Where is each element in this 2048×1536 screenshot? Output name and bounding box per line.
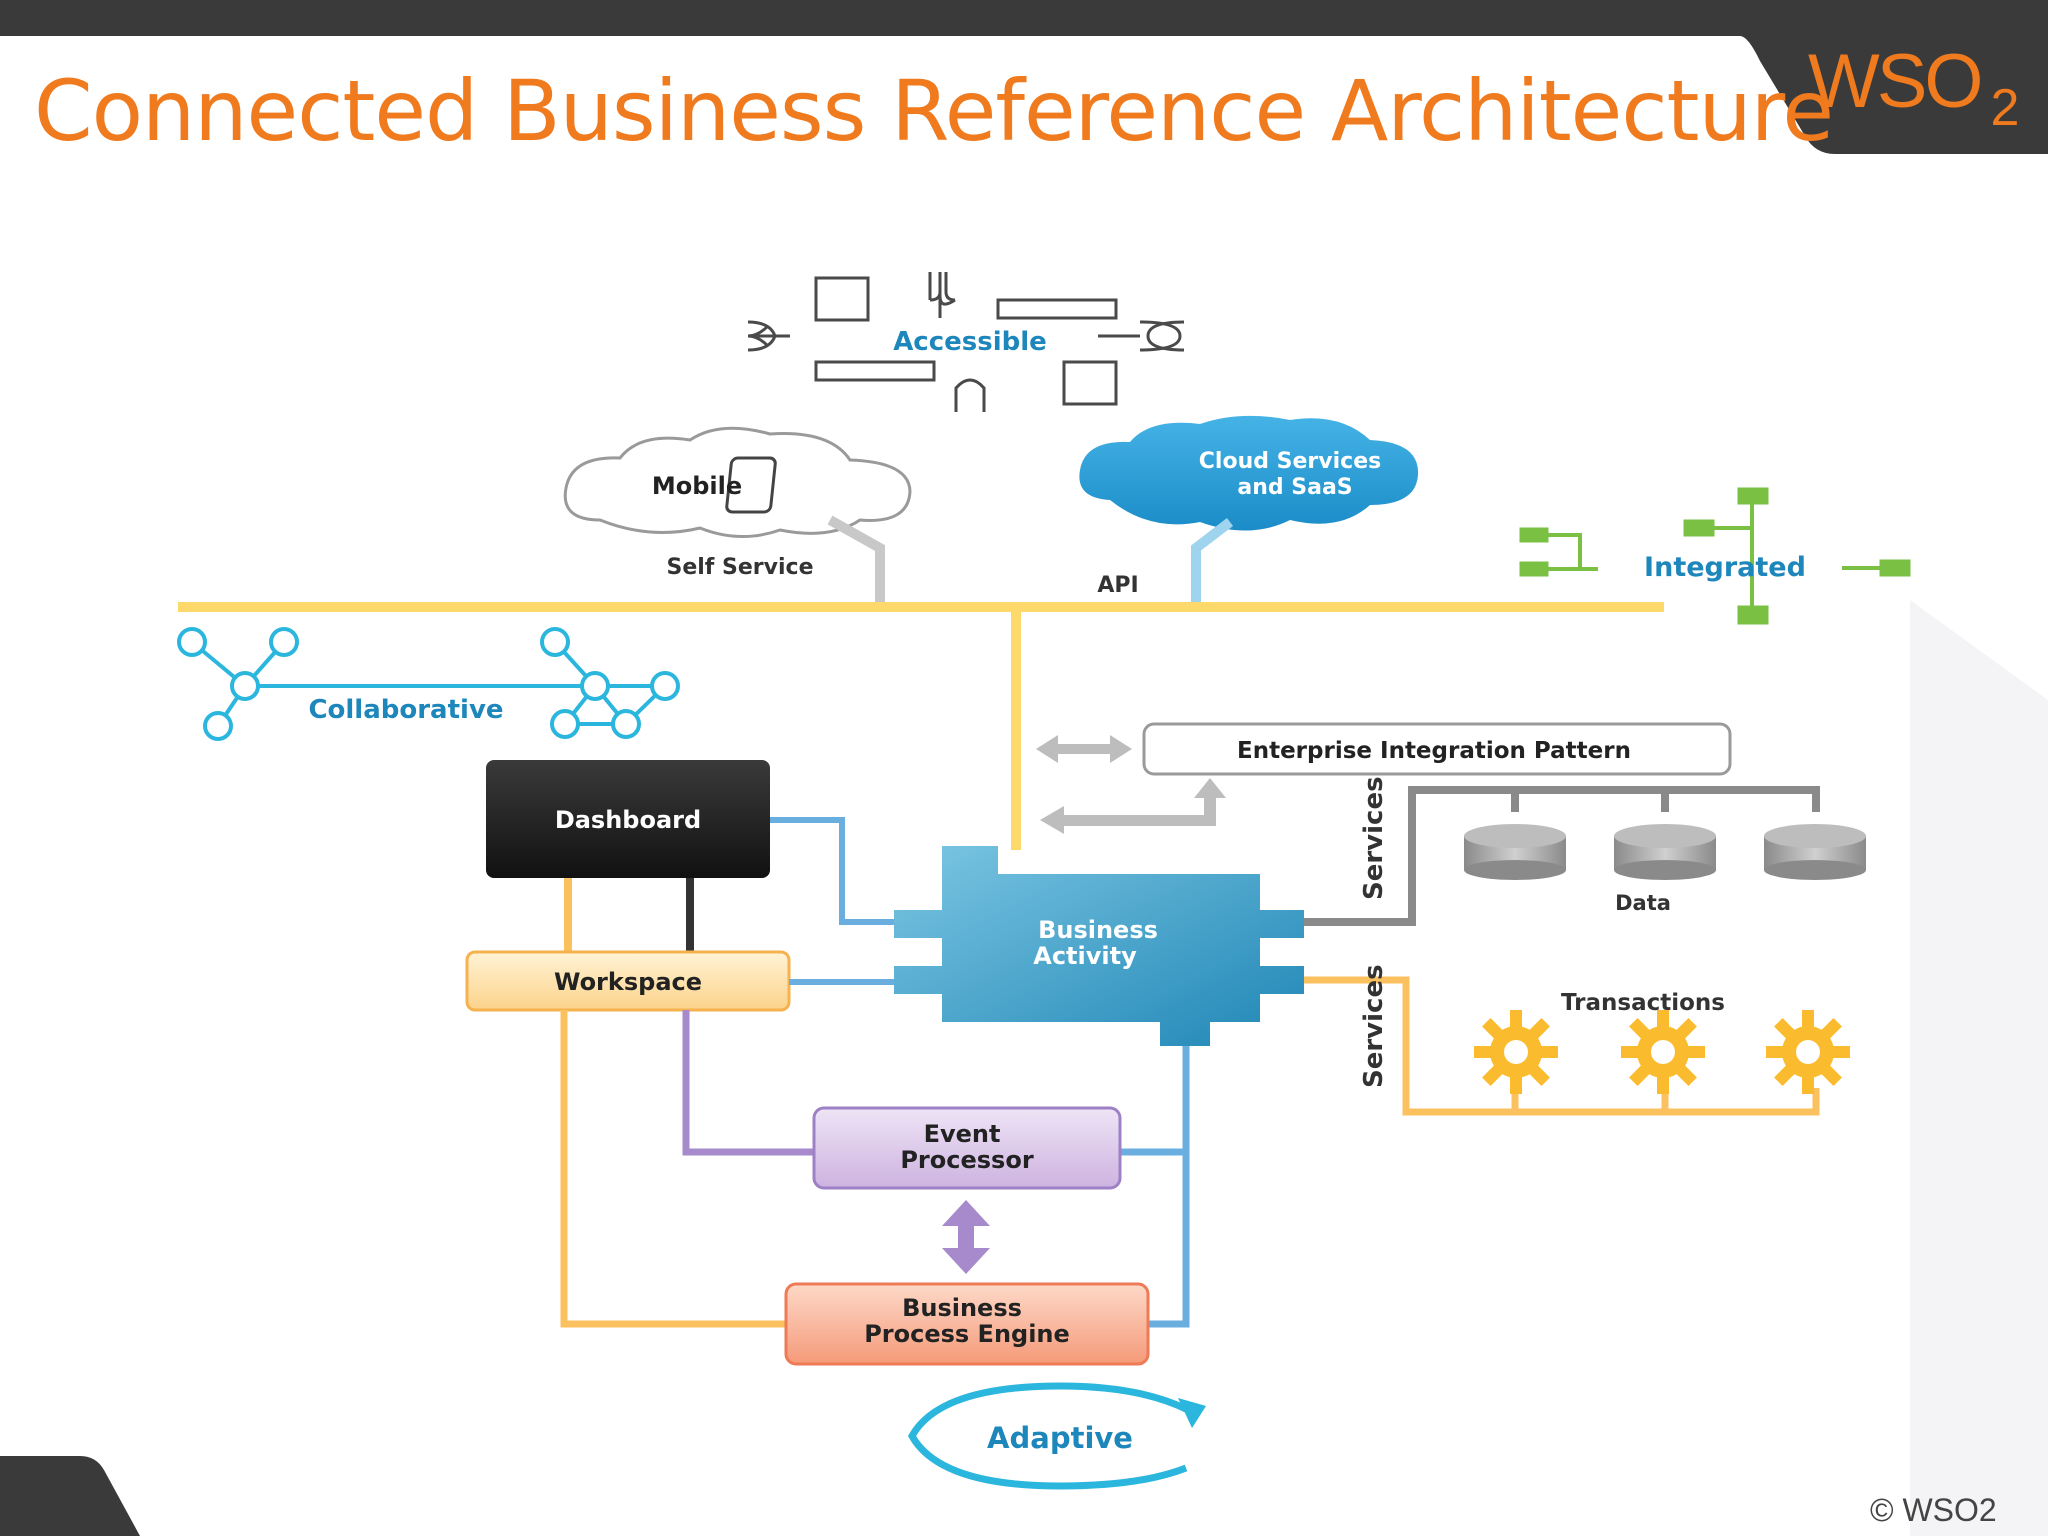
business-activity-block — [894, 846, 1304, 1046]
services-label-top: Services — [1359, 776, 1389, 900]
accessible-label: Accessible — [893, 327, 1047, 357]
adaptive-label: Adaptive — [987, 1421, 1133, 1455]
integrated-label: Integrated — [1644, 552, 1806, 583]
transactions-label: Transactions — [1561, 990, 1725, 1016]
dashboard-label: Dashboard — [555, 806, 701, 834]
cloud-connector — [1191, 518, 1234, 604]
mobile-cloud — [563, 426, 912, 538]
collaborative-icon — [177, 627, 680, 741]
business-activity-line2: Activity — [1033, 942, 1137, 970]
bottom-left-tab — [0, 1456, 140, 1536]
cloud-label-line2: and SaaS — [1237, 475, 1352, 500]
eip-arrows — [1036, 735, 1226, 834]
bpe-line1: Business — [902, 1294, 1022, 1322]
copyright-footer: © WSO2 — [1870, 1492, 1997, 1528]
integrated-icon — [1519, 487, 1911, 625]
bpe-line2: Process Engine — [864, 1320, 1070, 1348]
page-title: Connected Business Reference Architectur… — [34, 62, 1834, 160]
bpe-box — [784, 1282, 1150, 1366]
cloud-label-line1: Cloud Services — [1199, 449, 1381, 474]
event-processor-box — [812, 1106, 1122, 1190]
workspace-ep-connector — [682, 1010, 814, 1156]
mobile-connector — [827, 515, 885, 604]
self-service-label: Self Service — [667, 555, 814, 580]
data-disks — [1464, 824, 1866, 880]
collaborative-label: Collaborative — [308, 695, 503, 725]
api-label: API — [1097, 573, 1138, 598]
cloud-services-cloud — [1079, 415, 1419, 531]
event-processor-line1: Event — [924, 1120, 1001, 1148]
logo-tab — [1740, 36, 2048, 154]
ep-bpe-arrow — [942, 1200, 990, 1274]
eip-label: Enterprise Integration Pattern — [1237, 738, 1631, 764]
top-bar — [0, 0, 2048, 36]
adaptive-arrow — [907, 1382, 1190, 1490]
workspace-bpe-connector — [560, 1010, 785, 1328]
eip-box — [1142, 722, 1732, 776]
mobile-label: Mobile — [652, 472, 742, 500]
services-label-bottom: Services — [1359, 964, 1389, 1088]
dashboard-box — [486, 760, 770, 878]
data-label: Data — [1615, 891, 1671, 915]
business-activity-line1: Business — [1038, 916, 1158, 944]
event-processor-line2: Processor — [900, 1146, 1033, 1174]
data-services-connector — [1304, 786, 1820, 926]
transactions-services-connector — [1304, 976, 1820, 1116]
transaction-gears — [1474, 1010, 1850, 1094]
dashboard-ba-connector — [770, 817, 900, 925]
ba-bpe-connector — [1148, 1046, 1190, 1328]
accessible-icon — [747, 272, 1185, 412]
workspace-label: Workspace — [554, 968, 702, 996]
